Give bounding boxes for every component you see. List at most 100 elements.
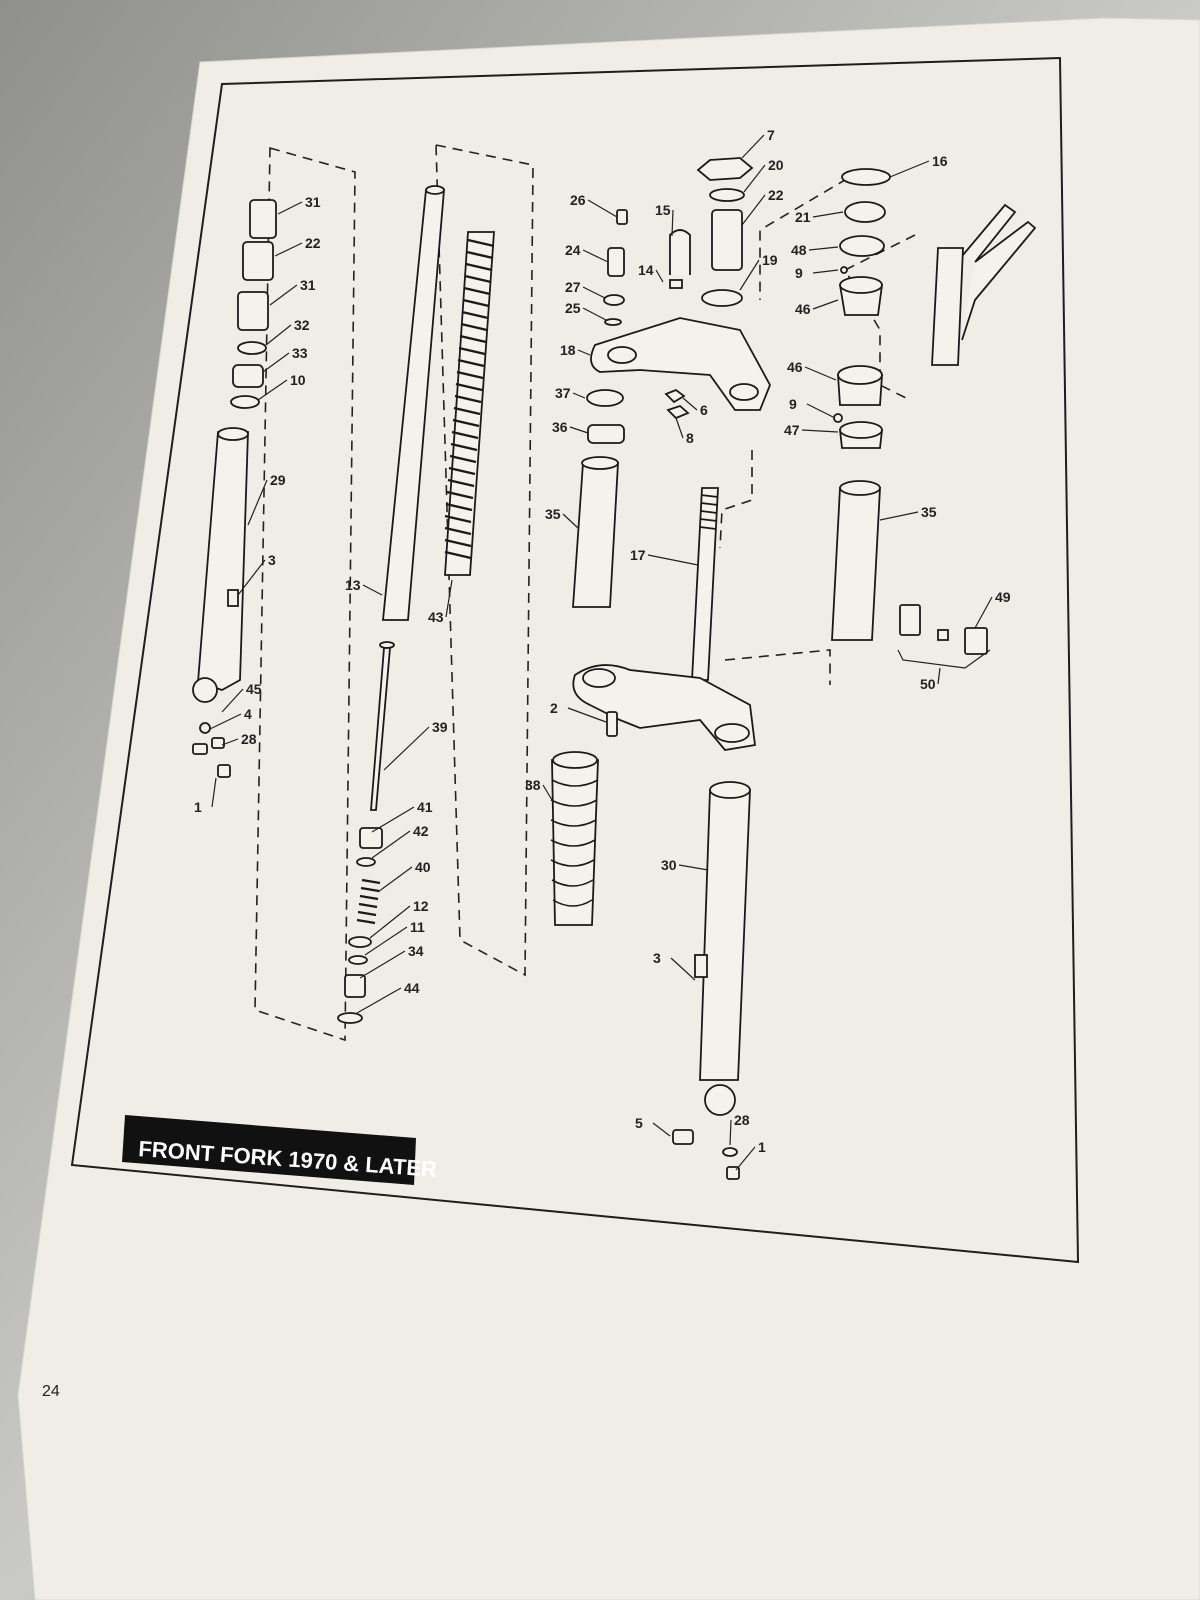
callout-number: 43 [428,609,444,625]
page-number: 24 [42,1383,60,1400]
callout-number: 27 [565,279,581,295]
callout-number: 9 [795,265,803,281]
callout-number: 26 [570,192,586,208]
callout-number: 40 [415,859,431,875]
leader-line [221,688,244,713]
leader-line [647,554,699,566]
leader-lines [209,134,993,1171]
leader-line [247,479,268,526]
leader-line [269,284,298,306]
leader-line [670,957,696,981]
connector-outline [759,169,863,300]
leader-line [741,134,765,159]
leader-line [582,286,606,299]
leader-line [675,417,684,439]
leader-line [221,738,239,746]
callout-number: 20 [768,157,784,173]
leader-line [572,392,586,399]
leader-line [812,211,844,218]
callout-number: 10 [290,372,306,388]
left-group-parts [192,199,277,778]
leader-line [277,201,303,215]
leader-line [362,584,383,596]
callout-labels: 3122313233102934542811343394142401211344… [194,127,1011,1155]
callout-number: 3 [653,950,661,966]
leader-line [209,713,242,730]
leader-line [678,864,709,871]
callout-number: 41 [417,799,433,815]
leader-line [889,160,930,178]
callout-number: 22 [305,235,321,251]
callout-number: 16 [932,153,948,169]
leader-line [812,269,839,274]
callout-number: 17 [630,547,646,563]
left-group-outline [254,146,356,1042]
leader-line [569,426,589,434]
callout-number: 12 [413,898,429,914]
leader-line [937,667,941,685]
leader-line [211,777,217,808]
callout-number: 9 [789,396,797,412]
callout-number: 28 [241,731,257,747]
leader-line [359,950,406,979]
leader-line [974,596,993,629]
callout-number: 44 [404,980,420,996]
middle-group-outline [435,144,534,977]
callout-number: 35 [545,506,561,522]
leader-line [808,246,839,251]
callout-number: 8 [686,430,694,446]
callout-number: 14 [638,262,654,278]
leader-line [587,199,618,218]
leader-line [562,513,579,529]
callout-number: 36 [552,419,568,435]
leader-line [371,830,411,859]
callout-number: 32 [294,317,310,333]
leader-line [655,269,664,283]
leader-line [356,987,402,1014]
callout-number: 33 [292,345,308,361]
connector-outline [843,234,916,401]
leader-line [377,866,413,893]
leader-line [577,349,591,356]
callout-number: 19 [762,252,778,268]
callout-number: 28 [734,1112,750,1128]
callout-number: 29 [270,472,286,488]
leader-line [369,905,411,939]
leader-line [671,209,674,237]
callout-number: 31 [300,277,316,293]
callout-number: 46 [795,301,811,317]
connector-outline [724,649,831,685]
diagram-frame [70,56,1080,1264]
leader-line [879,511,919,521]
callout-number: 37 [555,385,571,401]
callout-number: 34 [408,943,424,959]
leader-line [257,379,288,401]
callout-number: 38 [525,777,541,793]
callout-number: 49 [995,589,1011,605]
callout-number: 45 [246,681,262,697]
leader-line [274,242,303,257]
callout-number: 11 [410,919,425,935]
leader-line [743,164,766,193]
leader-line [567,707,607,723]
callout-number: 1 [194,799,202,815]
leader-line [735,1146,756,1171]
callout-number: 24 [565,242,581,258]
callout-number: 47 [784,422,800,438]
leader-line [682,397,698,411]
leader-line [652,1122,671,1137]
leader-line [801,429,839,433]
leader-line [237,559,266,596]
leader-line [812,299,839,310]
leader-line [729,1119,732,1146]
callout-number: 30 [661,857,677,873]
callout-number: 35 [921,504,937,520]
leader-line [383,726,430,771]
connector-outline [719,450,753,549]
callout-number: 31 [305,194,321,210]
callout-number: 46 [787,359,803,375]
leader-line [741,194,766,226]
leader-line [582,307,607,321]
middle-group-parts [337,185,495,1024]
